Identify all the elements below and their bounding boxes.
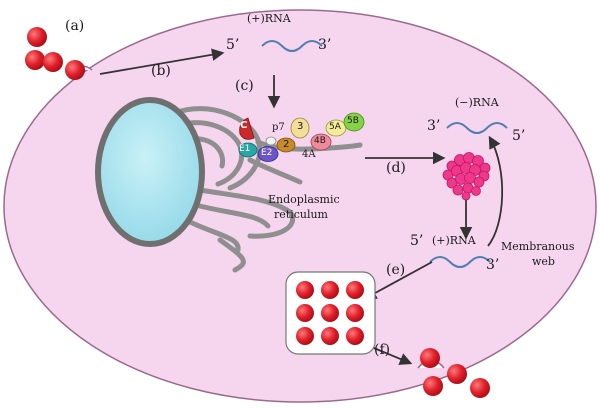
replication-complex	[442, 152, 491, 201]
protein-ns2-shape	[276, 137, 296, 153]
polyprotein	[238, 112, 365, 162]
protein-ns5a-label: 5A	[329, 122, 341, 132]
protein-e1-label: E1	[239, 144, 251, 154]
protein-ns4b-shape	[310, 133, 332, 151]
three-prime-bottom: 3’	[486, 257, 500, 273]
step-label-b: (b)	[151, 63, 171, 79]
minus-rna-strand	[446, 122, 508, 134]
er-label-line1: Endoplasmic	[268, 193, 340, 206]
plus-rna-bottom-strand	[429, 256, 491, 268]
five-prime-top: 5’	[226, 37, 240, 53]
step-label-f: (f)	[374, 342, 391, 358]
protein-ns5b-label: 5B	[347, 116, 359, 126]
protein-c-label: C	[240, 120, 248, 131]
plus-rna-top-label: (+)RNA	[247, 12, 291, 25]
protein-ns5b-shape	[343, 112, 365, 132]
five-prime-minus: 5’	[512, 128, 526, 144]
step-label-e: (e)	[386, 262, 406, 278]
protein-ns4b-label: 4B	[314, 136, 326, 146]
protein-p7-shape	[265, 136, 277, 146]
web-label-line2: web	[532, 255, 555, 268]
protein-p7-label: p7	[272, 122, 285, 133]
protein-e2-shape	[257, 146, 279, 162]
protein-ns2-label: 2	[283, 139, 290, 150]
minus-rna-label: (−)RNA	[455, 96, 499, 109]
plus-rna-bottom-label: (+)RNA	[432, 234, 476, 247]
arrow-b	[99, 48, 225, 75]
three-prime-top: 3’	[318, 37, 332, 53]
entering-virions	[25, 27, 85, 80]
er-label-line2: reticulum	[274, 208, 328, 221]
step-label-a: (a)	[65, 18, 85, 34]
arrow-membranous-web	[487, 135, 504, 247]
step-label-c: (c)	[235, 78, 254, 94]
step-label-d: (d)	[386, 160, 406, 176]
protein-e1-shape	[238, 142, 258, 158]
five-prime-bottom: 5’	[410, 233, 424, 249]
plus-rna-top-strand	[261, 40, 323, 52]
protein-ns3-shape	[290, 117, 310, 139]
three-prime-minus: 3’	[427, 118, 441, 134]
assembled-virions	[296, 281, 364, 345]
web-label-line1: Membranous	[501, 240, 575, 253]
nucleus	[95, 97, 205, 247]
protein-c-shape	[239, 117, 255, 140]
released-virions	[420, 348, 490, 398]
endoplasmic-reticulum	[172, 106, 363, 273]
arrow-e	[363, 261, 433, 300]
protein-ns4a-label: 4A	[302, 149, 316, 160]
protein-ns3-label: 3	[297, 121, 304, 132]
protein-e2-label: E2	[261, 148, 273, 158]
